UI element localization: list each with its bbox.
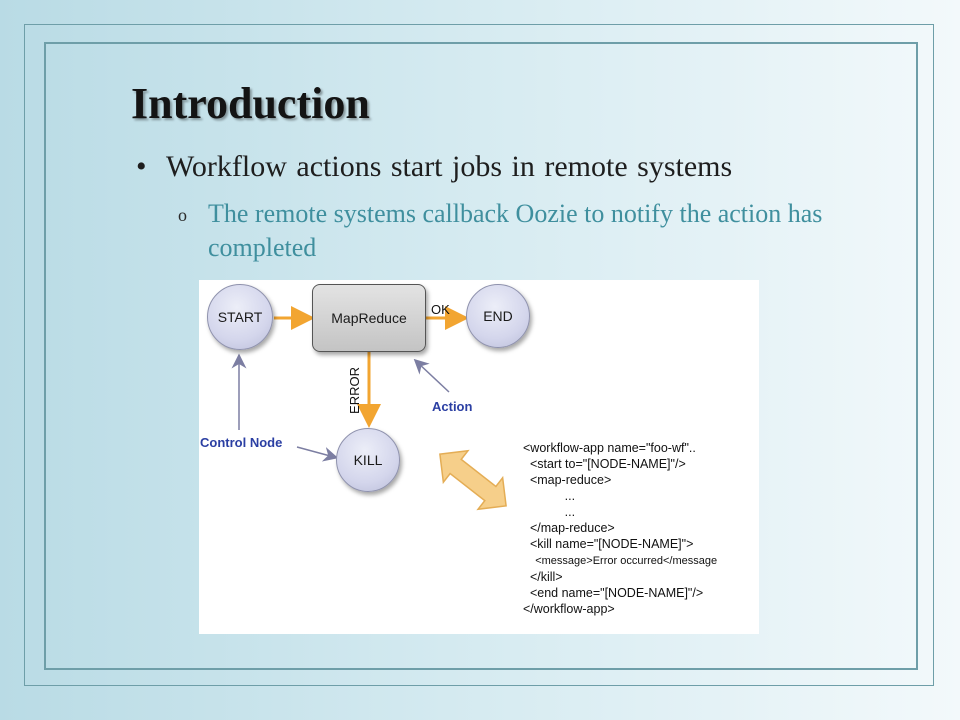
action-callout-arrow [413,358,450,393]
sub-bullet-text: The remote systems callback Oozie to not… [208,199,823,262]
control-to-kill-arrow [296,446,339,462]
slide-title: Introduction [131,79,370,128]
double-headed-arrow [439,449,507,511]
kill-node: KILL [336,428,400,492]
code-line: ... [523,505,576,519]
code-line: </workflow-app> [523,602,615,616]
ok-edge-label: OK [431,302,450,317]
code-line: <workflow-app name="foo-wf".. [523,441,696,455]
code-line: <message>Error occurred</message [523,555,718,567]
error-edge-label: ERROR [346,367,362,414]
code-line: <kill name="[NODE-NAME]"> [523,537,694,551]
mapreduce-node: MapReduce [312,284,426,352]
action-callout-label: Action [432,399,473,414]
bullet-marker: • [136,150,147,183]
workflow-xml-code: <workflow-app name="foo-wf".. <start to=… [523,440,717,617]
control-node-callout-label: Control Node [200,435,283,450]
slide-outer-border [24,24,934,686]
code-line: ... [523,489,576,503]
code-line: <end name="[NODE-NAME]"/> [523,586,704,600]
code-line: </kill> [523,570,563,584]
code-line: <start to="[NODE-NAME]"/> [523,457,686,471]
bullet-text: Workflow actions start jobs in remote sy… [166,150,733,183]
sub-bullet-marker: o [178,205,187,225]
code-line: </map-reduce> [523,521,615,535]
code-line: <map-reduce> [523,473,612,487]
error-edge-label-box: ERROR [346,365,363,415]
diagram-arrows [231,306,507,511]
workflow-diagram: START MapReduce END KILL OK ERROR Action… [199,280,759,634]
end-node: END [466,284,530,348]
start-node: START [207,284,273,350]
slide-inner-border [44,42,918,670]
